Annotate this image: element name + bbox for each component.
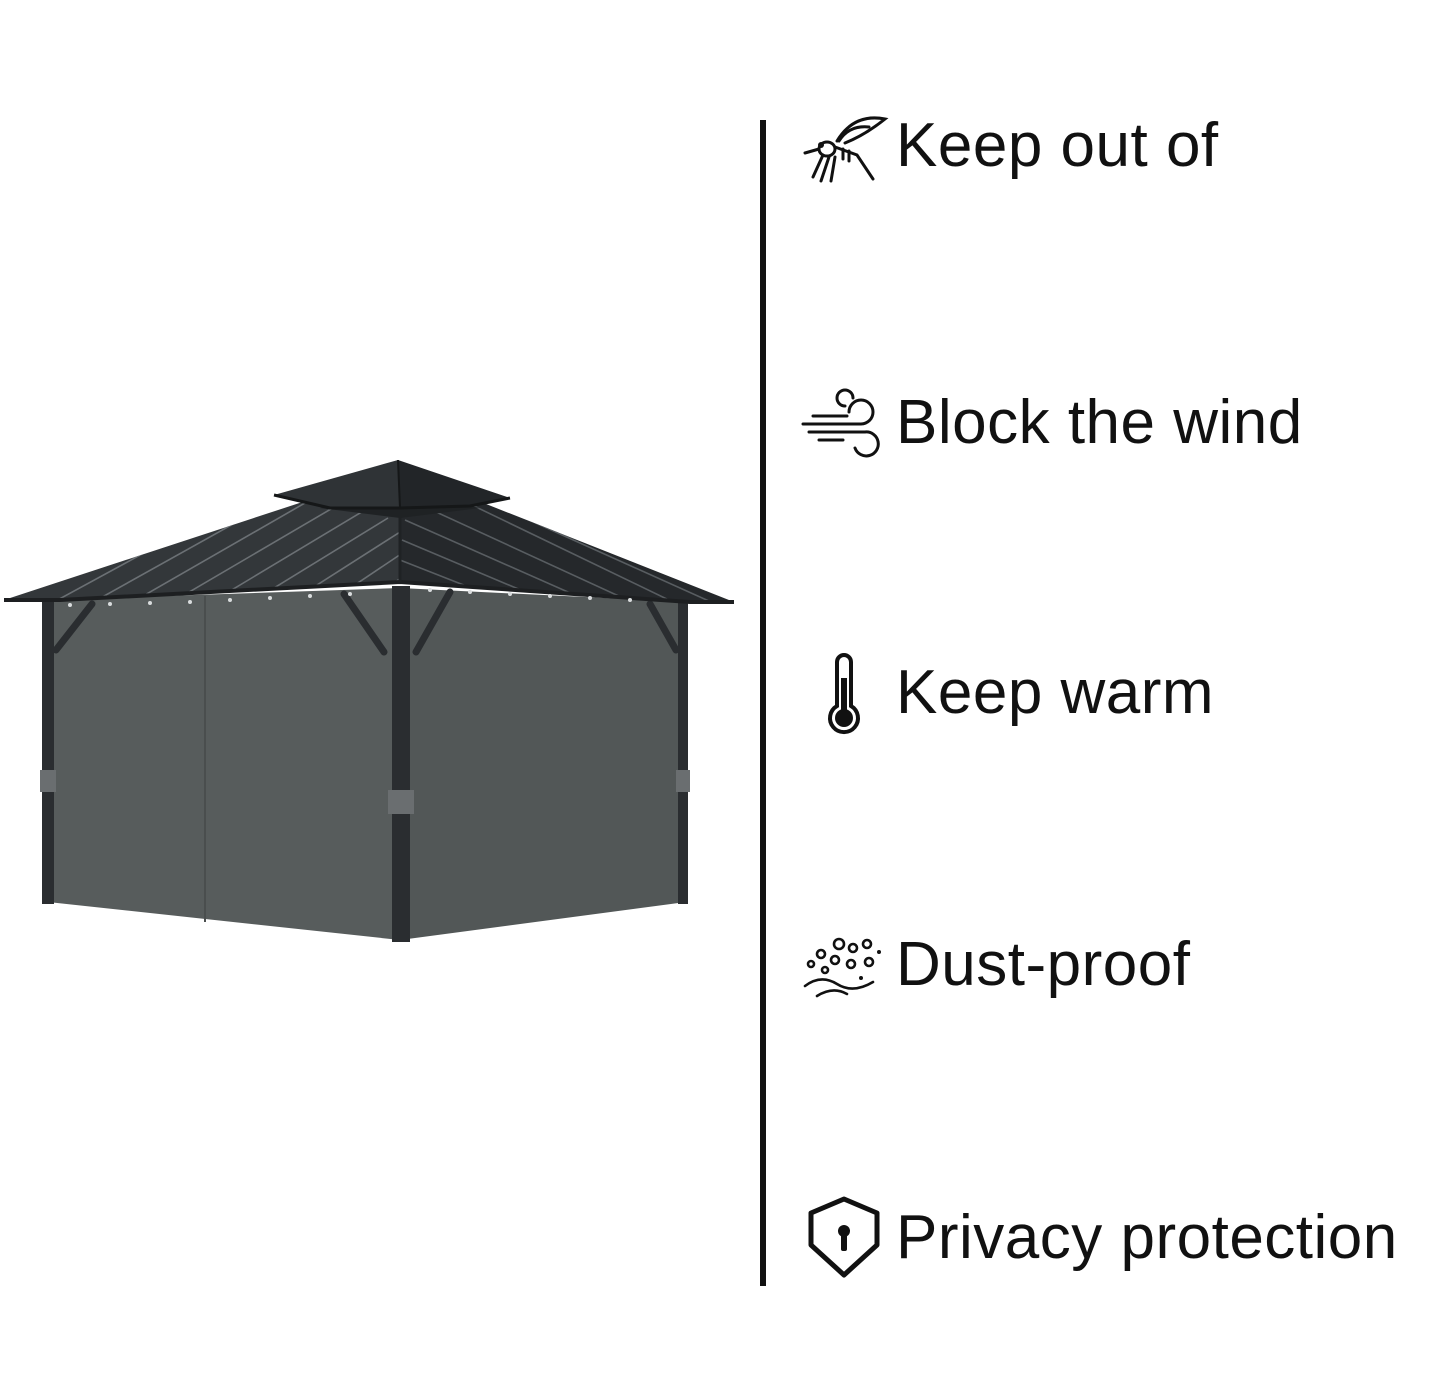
feature-block-wind: Block the wind	[796, 375, 1303, 471]
front-post	[392, 586, 410, 942]
feature-label: Keep warm	[896, 658, 1215, 727]
thermometer-icon	[796, 645, 892, 741]
left-post	[42, 598, 54, 904]
feature-keep-warm: Keep warm	[796, 645, 1214, 741]
left-curtain	[48, 588, 400, 940]
right-curtain	[400, 588, 686, 940]
feature-dust-proof: Dust-proof	[796, 917, 1190, 1013]
feature-label: Dust-proof	[896, 930, 1191, 999]
feature-keep-out-insects: Keep out of	[796, 98, 1219, 194]
vertical-divider	[760, 120, 766, 1286]
feature-label: Block the wind	[896, 388, 1303, 457]
top-roof-left	[274, 460, 400, 508]
gazebo-illustration	[4, 459, 734, 942]
right-post	[678, 600, 688, 904]
feature-privacy-protection: Privacy protection	[796, 1190, 1398, 1286]
mosquito-icon	[796, 98, 892, 194]
feature-label: Privacy protection	[896, 1203, 1398, 1272]
top-roof-right	[398, 460, 510, 508]
wind-icon	[796, 375, 892, 471]
shield-lock-icon	[796, 1190, 892, 1286]
dust-icon	[796, 917, 892, 1013]
feature-label: Keep out of	[896, 111, 1219, 180]
